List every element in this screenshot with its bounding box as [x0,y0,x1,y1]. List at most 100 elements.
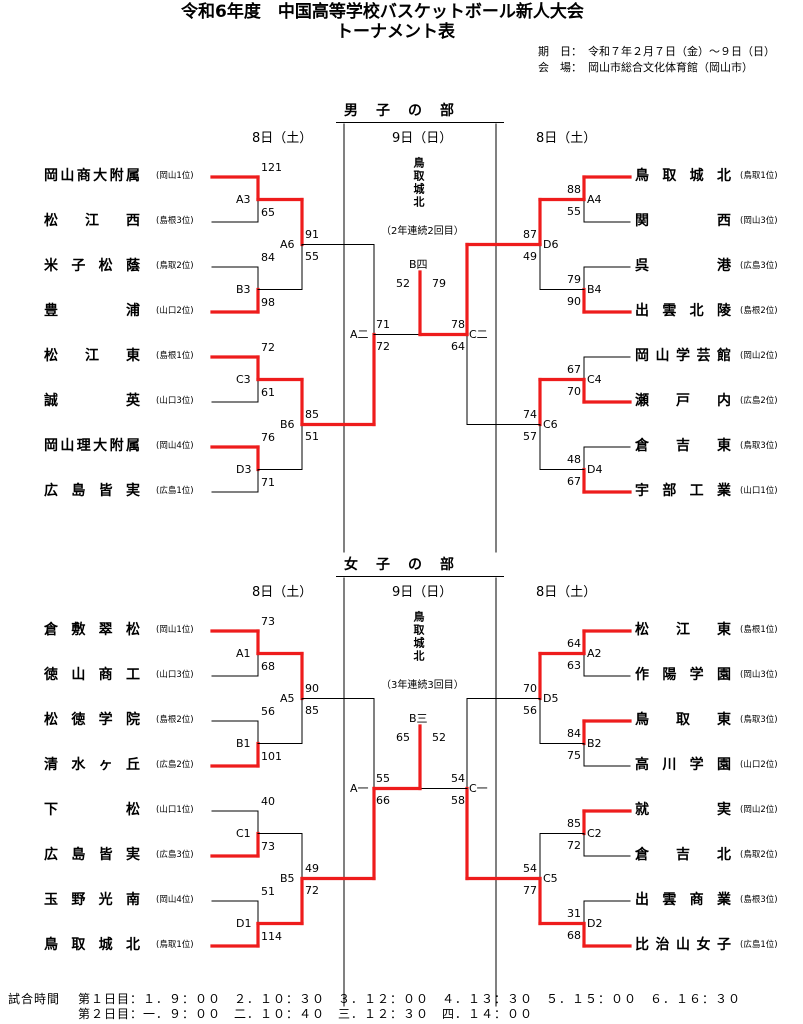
team-name-char: 属 [125,168,140,184]
score-value: 87 [523,227,537,241]
score-value: 66 [376,793,390,807]
team-name-char: 港 [717,258,731,274]
score-value: 56 [261,705,275,718]
left-team-seed: (岡山1位) [156,171,194,181]
right-team-name: 出雲商業 [635,893,731,907]
match-code: A二 [350,327,369,341]
match-code: B3 [236,282,251,296]
team-name-char: 学 [689,757,704,773]
match-code: D6 [543,237,559,251]
score-value: 54 [523,861,537,875]
left-team-seed: (広島3位) [156,850,194,860]
team-name-char: 比 [635,937,649,953]
team-name-char: 理 [76,438,91,454]
team-name-char: 吉 [676,847,690,863]
score-value: 51 [305,429,319,443]
team-name-char: 子 [71,258,86,274]
team-name-char: 呉 [635,258,649,274]
left-team-name: 下松 [44,803,140,817]
footer-day1: 第１日目：１．９：００ ２．１０：３０ ３．１２：００ ４．１３：３０ ５．１５… [78,992,742,1006]
team-name-char: 江 [676,622,690,638]
score-value: 65 [396,731,410,744]
team-name-char: 倉 [44,622,58,638]
boys-day-center: 9日（日） [392,131,453,146]
team-name-char: 東 [717,438,731,454]
team-name-char: 南 [125,892,140,908]
date-label: 期 日： [538,45,582,58]
team-name-char: 実 [125,847,140,863]
match-code: B4 [587,282,602,296]
left-team-seed: (山口3位) [156,396,194,406]
left-team-seed: (広島1位) [156,486,194,496]
team-name-char: 実 [717,802,731,818]
left-team-seed: (岡山4位) [156,895,194,905]
score-value: 77 [523,883,537,897]
team-name-char: 蔭 [125,258,140,274]
right-team-seed: (島根1位) [740,625,778,635]
left-team-seed: (島根3位) [156,216,194,226]
team-name-char: 出 [635,303,649,319]
date-value: 令和７年２月７日（金）～９日（日） [588,45,775,58]
girls-day-right: 8日（土） [536,585,597,600]
left-team-seed: (山口3位) [156,670,194,680]
right-team-seed: (鳥取1位) [740,171,778,181]
left-team-name: 清水ヶ丘 [44,758,140,772]
team-name-char: 英 [126,393,140,409]
right-team-name: 高川学園 [635,758,731,772]
match-code: D1 [236,916,252,930]
left-team-name: 米子松蔭 [44,259,140,273]
score-value: 67 [567,362,581,376]
score-value: 51 [261,885,275,898]
score-value: 52 [432,731,446,744]
score-value: 75 [567,748,581,762]
match-code: D5 [543,691,559,705]
team-name-char: 北 [125,937,140,953]
score-value: 54 [451,771,465,785]
left-team-seed: (島根2位) [156,715,194,725]
match-code: A5 [280,691,295,705]
team-name-char: 東 [717,622,731,638]
team-name-char: 翠 [98,622,113,638]
right-team-seed: (鳥取3位) [740,715,778,725]
match-code: B6 [280,417,295,431]
team-name-char: 商 [689,892,704,908]
score-value: 68 [567,928,581,942]
team-name-char: 大 [93,168,108,184]
right-team-name: 瀬戸内 [635,394,731,408]
team-name-char: 山 [60,438,75,454]
right-team-seed: (広島3位) [740,261,778,271]
right-team-name: 関西 [635,214,731,228]
team-name-char: 倉 [635,438,649,454]
right-team-seed: (鳥取3位) [740,441,778,451]
right-team-name: 鳥取東 [635,713,731,727]
page-subtitle: トーナメント表 [336,22,455,42]
score-value: 72 [567,838,581,852]
team-name-char: 江 [85,348,99,364]
score-value: 78 [451,317,465,331]
score-value: 90 [305,681,319,695]
team-name-char: 学 [689,667,704,683]
team-name-char: 附 [109,438,124,454]
team-name-char: 松 [98,258,113,274]
team-name-char: 大 [93,438,108,454]
team-name-char: 岡 [44,168,58,184]
score-value: 72 [305,883,319,897]
right-team-seed: (鳥取2位) [740,850,778,860]
left-team-name: 誠英 [44,394,140,408]
team-name-char: 属 [125,438,140,454]
team-name-char: 下 [44,802,58,818]
score-value: 79 [432,277,446,290]
right-team-name: 倉吉東 [635,439,731,453]
girls-section-title: 女子の部 [344,557,472,573]
team-name-char: 工 [125,667,140,683]
team-name-char: 徳 [71,712,86,728]
team-name-char: 女 [696,937,711,953]
team-name-char: 徳 [44,667,58,683]
right-team-name: 呉港 [635,259,731,273]
team-name-char: 皆 [98,847,113,863]
team-name-char: 子 [717,937,731,953]
score-value: 55 [376,771,390,785]
score-value: 85 [305,407,319,421]
match-code: C6 [543,417,558,431]
team-name-char: 清 [44,757,58,773]
